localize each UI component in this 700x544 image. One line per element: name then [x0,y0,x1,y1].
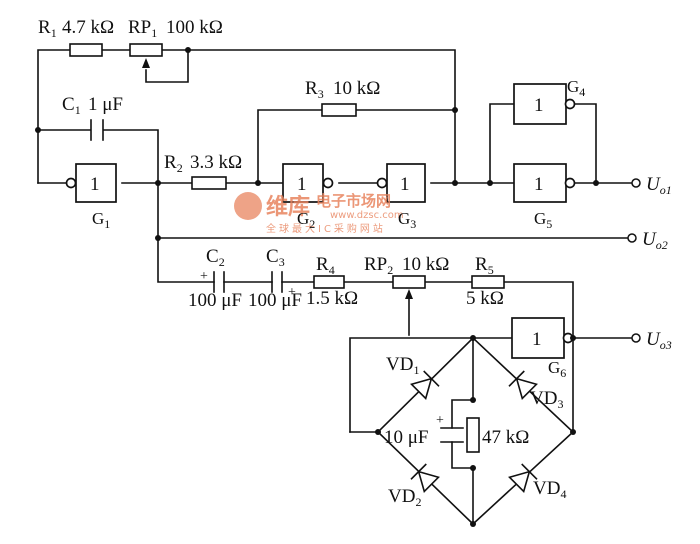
label-g1: G1 [92,209,110,231]
plus-c2: + [200,269,208,284]
gate-g1-symbol: 1 [90,174,100,195]
watermark-slogan: 全球最大IC采购网站 [266,222,386,235]
diode-vd4 [508,463,538,493]
resistor-r5 [471,275,505,289]
potentiometer-rp2 [392,275,426,289]
resistor-r1 [69,43,103,57]
labels: R1 4.7 kΩ RP1 100 kΩ C1 1 μF R2 3.3 kΩ R… [38,17,672,509]
label-c1-value: 1 μF [88,94,123,115]
label-r1-value: 4.7 kΩ [62,17,114,38]
resistor-r2 [191,176,227,190]
resistors [69,43,505,453]
watermark-title: 电子市场网 [316,192,391,210]
gate-g6-symbol: 1 [532,329,542,350]
gate-g3 [386,163,426,203]
plus-c3: + [288,285,296,300]
label-rp1-value: 100 kΩ [166,17,223,38]
resistor-r3 [321,103,357,117]
label-r3: R3 [305,78,324,101]
label-r1: R1 [38,17,57,40]
junctions [35,47,599,527]
label-rp1: RP1 [128,17,157,40]
terminal-uo3 [631,333,641,343]
diode-vd2 [410,463,440,493]
label-rp2-value: 10 kΩ [402,254,449,275]
label-g5: G5 [534,209,552,231]
label-g3: G3 [398,209,416,231]
watermark-brand: 维库 [266,194,310,220]
label-cap-plus: + [436,413,444,428]
label-c3-value: 100 μF [248,290,302,311]
label-uo3: Uo3 [646,329,672,352]
gate-g2 [282,163,324,203]
terminal-uo1 [631,178,641,188]
diode-vd3 [508,370,538,400]
gate-g4-symbol: 1 [534,95,544,116]
terminals [627,178,641,343]
label-r3-value: 10 kΩ [333,78,380,99]
label-c2-value: 100 μF [188,290,242,311]
label-g4: G4 [567,77,585,99]
label-g2: G2 [297,209,315,231]
gates: 1 1 1 1 1 1 [65,83,576,359]
label-uo1: Uo1 [646,174,672,197]
label-r2-value: 3.3 kΩ [190,152,242,173]
label-r4-value: 1.5 kΩ [306,288,358,309]
capacitors [90,119,464,443]
label-c2: C2 [206,246,225,269]
resistor-47k [466,417,480,453]
label-res-value: 47 kΩ [482,427,529,448]
gate-g6 [511,317,565,359]
label-r5: R5 [475,254,494,277]
gate-g5 [513,163,567,203]
label-g6: G6 [548,358,566,380]
gate-g3-symbol: 1 [400,174,410,195]
diodes [410,370,538,493]
rp1-wiper-arrow [142,58,150,68]
watermark-logo-icon [234,192,262,220]
label-vd1: VD1 [386,354,419,377]
label-r5-value: 5 kΩ [466,288,504,309]
label-cap-value: 10 μF [384,427,429,448]
watermark: 维库 电子市场网 www.dzsc.com 全球最大IC采购网站 [234,192,404,235]
label-c3: C3 [266,246,285,269]
label-vd3: VD3 [530,388,563,411]
label-rp2: RP2 [364,254,393,277]
label-uo2: Uo2 [642,229,668,252]
diode-vd1 [410,370,440,400]
gate-g5-symbol: 1 [534,174,544,195]
potentiometer-rp1 [129,43,163,57]
label-vd2: VD2 [388,486,421,509]
label-r2: R2 [164,152,183,175]
label-c1: C1 [62,94,81,117]
terminal-uo2 [627,233,637,243]
gate-g2-symbol: 1 [297,174,307,195]
label-vd4: VD4 [533,478,566,501]
label-r4: R4 [316,254,335,277]
rp2-wiper-arrow [405,289,413,299]
resistor-r4 [313,275,345,289]
watermark-url: www.dzsc.com [330,210,404,221]
